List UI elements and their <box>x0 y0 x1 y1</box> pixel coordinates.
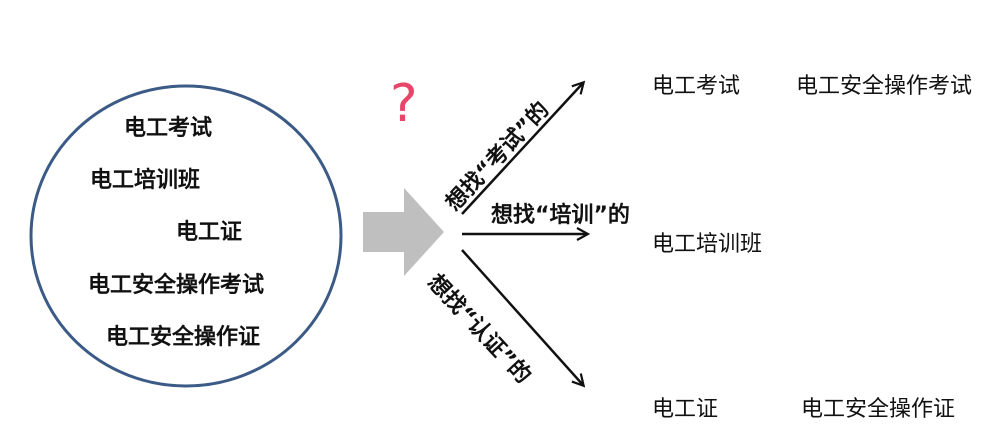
keyword-electrician-cert: 电工证 <box>176 220 243 245</box>
result-training-1: 电工培训班 <box>652 232 763 257</box>
result-cert-1: 电工证 <box>652 397 719 422</box>
big-gray-arrow <box>363 188 444 276</box>
arrow-cert <box>461 249 583 385</box>
keyword-safety-exam: 电工安全操作考试 <box>88 273 265 298</box>
keyword-circle <box>29 84 343 388</box>
question-mark-icon: ? <box>390 74 418 134</box>
keyword-electrician-training: 电工培训班 <box>90 168 201 193</box>
branch-label-training: 想找“培训”的 <box>491 203 630 228</box>
result-exam-1: 电工考试 <box>652 74 741 99</box>
keyword-electrician-exam: 电工考试 <box>124 116 213 141</box>
result-cert-2: 电工安全操作证 <box>801 397 956 422</box>
arrow-exam <box>461 83 583 215</box>
keyword-safety-cert: 电工安全操作证 <box>106 325 261 350</box>
result-exam-2: 电工安全操作考试 <box>796 74 973 99</box>
